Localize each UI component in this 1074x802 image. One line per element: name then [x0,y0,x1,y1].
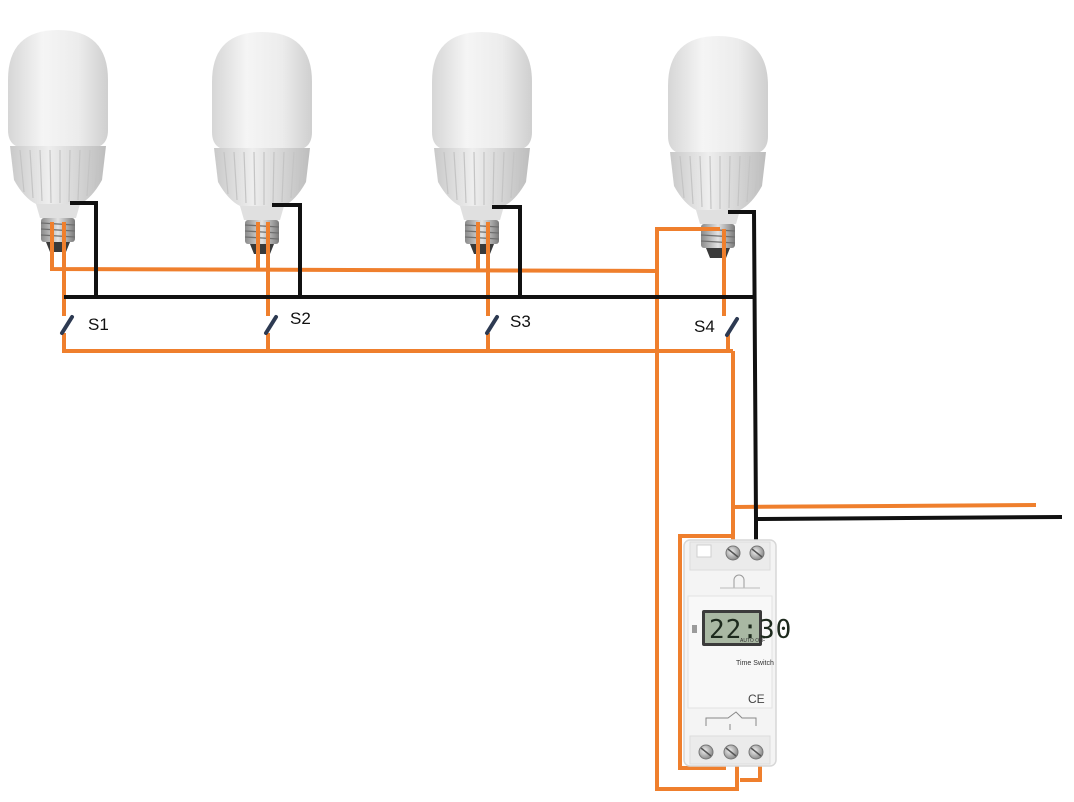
ce-mark: CE [748,692,765,706]
lamp-2 [211,31,313,255]
switch-lever-icon [60,315,74,335]
switch-s2[interactable]: S2 [264,309,311,335]
light-bulb-icon [7,29,109,253]
lamp-3-neutral [492,205,522,297]
switch-label: S2 [290,309,311,328]
switch-label: S4 [694,317,715,336]
lamp-1-neutral [70,201,98,297]
switch-lever-icon [725,317,739,337]
timer-outer-loop [678,534,733,545]
supply-neutral-line [755,515,1063,521]
supply-phase-line [732,503,1037,509]
switch-label: S1 [88,315,109,334]
lcd-mode-text: AUTO OFF [740,638,765,644]
lamp-4-neutral [728,210,758,520]
lamp-3 [431,31,533,255]
time-switch-device: 22:30 AUTO OFF Time Switch CE [683,539,792,767]
lcd-screen [705,613,759,643]
device-name-text: Time Switch [736,660,774,667]
lcd-time-display: 22:30 [709,615,792,645]
switch-lever-icon [485,315,499,335]
lamp-1 [7,29,109,253]
switch-s3[interactable]: S3 [485,312,531,335]
coil-symbol-icon [733,574,745,588]
switch-lever-icon [264,315,278,335]
switch-common-bus [62,333,733,353]
button-icon[interactable] [692,625,697,633]
switch-s4[interactable]: S4 [694,317,739,337]
relay-contact-icon [705,711,757,726]
light-bulb-icon [431,31,533,255]
phase-feed-bus [50,222,658,273]
timer-output-loop [655,227,739,791]
light-bulb-icon [211,31,313,255]
switch-label: S3 [510,312,531,331]
switch-s1[interactable]: S1 [60,315,109,335]
lamp-2-neutral [272,203,302,297]
neutral-wires [64,201,1063,552]
phase-wires [50,222,1037,791]
